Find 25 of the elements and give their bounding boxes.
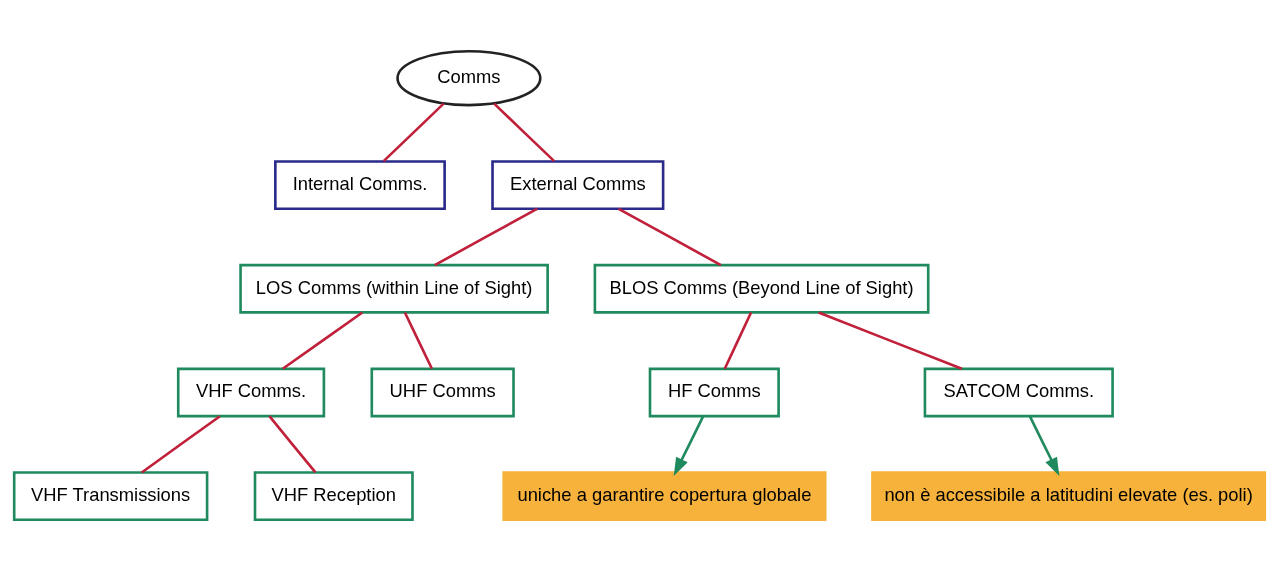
node-box: UHF Comms [370, 367, 515, 417]
connector [723, 311, 753, 369]
node-ellipse: Comms [396, 49, 542, 106]
arrow [1028, 415, 1060, 476]
node-box: VHF Comms. [176, 367, 326, 417]
node-box: BLOS Comms (Beyond Line of Sight) [593, 263, 930, 314]
arrow [673, 415, 705, 476]
connector [268, 414, 317, 473]
node-box: External Comms [491, 159, 665, 210]
connector [140, 414, 221, 474]
node-box: VHF Transmissions [12, 470, 209, 521]
connector [617, 207, 722, 266]
connector [382, 102, 445, 162]
node-box: SATCOM Comms. [923, 367, 1114, 417]
connector [281, 310, 364, 370]
node-box: VHF Reception [253, 470, 414, 521]
node-box: HF Comms [648, 367, 780, 417]
node-box: uniche a garantire copertura globale [502, 470, 827, 521]
node-box: LOS Comms (within Line of Sight) [239, 263, 549, 314]
connector [818, 310, 963, 370]
connector [434, 207, 538, 266]
node-box: non è accessibile a latitudini elevate (es. poli) [871, 470, 1267, 521]
node-box: Internal Comms. [274, 159, 446, 210]
connector [403, 311, 434, 369]
connector [493, 102, 556, 162]
